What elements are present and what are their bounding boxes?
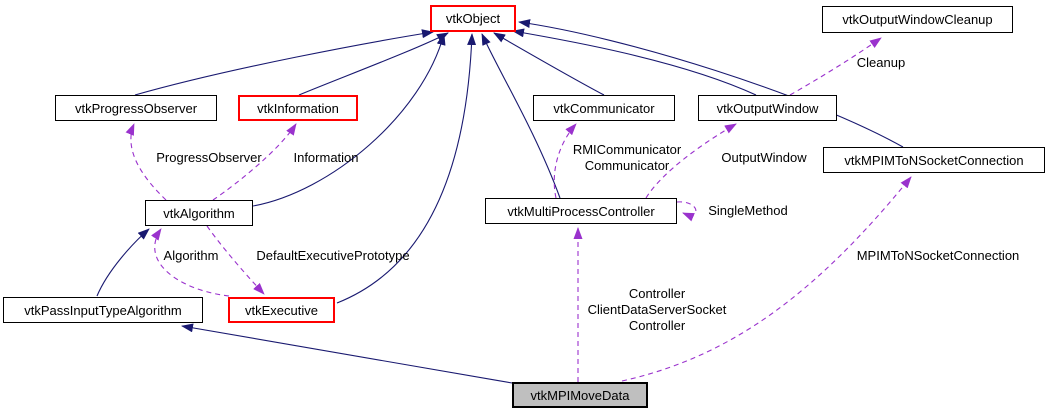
- class-node-label: vtkOutputWindow: [716, 100, 819, 116]
- class-node-label: vtkMPIMoveData: [530, 387, 630, 403]
- usage-edge-vtkMPIMoveData-to-vtkMPIMToNSocketConnection: [621, 176, 912, 382]
- class-node-vtkProgressObserver[interactable]: vtkProgressObserver: [55, 95, 217, 121]
- edge-label-line: ClientDataServerSocket: [587, 302, 727, 317]
- inheritance-edge-vtkCommunicator-to-vtkObject: [493, 32, 605, 96]
- usage-edge-vtkOutputWindow-to-vtkOutputWindowCleanup: [789, 37, 882, 96]
- inheritance-edge-vtkPassInputTypeAlgorithm-to-vtkAlgorithm: [96, 228, 150, 297]
- inheritance-edge-vtkMultiProcessController-to-vtkObject: [481, 33, 561, 199]
- edge-label-algorithm: Algorithm: [164, 248, 219, 264]
- edge-label-mpim-to-n-socket: MPIMToNSocketConnection: [857, 248, 1020, 264]
- inheritance-edge-vtkOutputWindow-to-vtkObject: [512, 28, 757, 96]
- class-node-label: vtkOutputWindowCleanup: [842, 12, 993, 27]
- edge-label-line: Information: [293, 150, 359, 165]
- usage-edge-vtkAlgorithm-to-vtkProgressObserver: [125, 123, 167, 201]
- edge-label-line: Controller: [628, 318, 686, 333]
- class-node-label: vtkMPIMToNSocketConnection: [844, 152, 1024, 168]
- class-node-vtkMultiProcessController[interactable]: vtkMultiProcessController: [485, 198, 677, 224]
- usage-edge-vtkMultiProcessController-to-vtkCommunicator: [553, 123, 577, 199]
- edge-label-line: ProgressObserver: [156, 150, 262, 165]
- class-node-label: vtkObject: [445, 11, 501, 26]
- edge-label-line: OutputWindow: [721, 150, 807, 165]
- usage-edge-vtkExecutive-to-vtkAlgorithm: [151, 228, 230, 297]
- usage-edge-vtkAlgorithm-to-vtkInformation: [212, 123, 297, 201]
- edge-label-line: Cleanup: [856, 55, 906, 70]
- inheritance-edge-vtkMPIMToNSocketConnection-to-vtkObject: [518, 19, 904, 148]
- inheritance-edge-vtkProgressObserver-to-vtkObject: [134, 29, 434, 96]
- edge-label-line: RMICommunicator: [572, 142, 682, 157]
- edge-label-line: Controller: [628, 286, 686, 301]
- class-node-label: vtkExecutive: [245, 302, 318, 318]
- edge-label-single-method: SingleMethod: [708, 203, 788, 219]
- inheritance-edge-vtkAlgorithm-to-vtkObject: [252, 33, 446, 207]
- class-node-vtkOutputWindowCleanup[interactable]: vtkOutputWindowCleanup: [822, 6, 1013, 33]
- class-node-label: vtkCommunicator: [553, 100, 655, 116]
- class-node-vtkInformation[interactable]: vtkInformation: [238, 95, 358, 121]
- class-node-vtkMPIMToNSocketConnection[interactable]: vtkMPIMToNSocketConnection: [823, 147, 1045, 173]
- edge-label-line: Communicator: [584, 158, 670, 173]
- class-node-vtkMPIMoveData: vtkMPIMoveData: [512, 382, 648, 408]
- edge-label-progress-observer: ProgressObserver: [156, 150, 261, 166]
- class-node-label: vtkMultiProcessController: [507, 203, 655, 219]
- class-node-vtkObject[interactable]: vtkObject: [430, 5, 516, 32]
- edge-label-default-executive: DefaultExecutivePrototype: [256, 248, 409, 264]
- edge-label-line: Algorithm: [163, 248, 219, 263]
- class-node-vtkPassInputTypeAlgorithm[interactable]: vtkPassInputTypeAlgorithm: [3, 297, 203, 323]
- usage-edge-vtkMultiProcessController-to-vtkMultiProcessController: [676, 201, 697, 222]
- inheritance-edge-vtkExecutive-to-vtkObject: [336, 33, 477, 304]
- class-node-label: vtkInformation: [257, 100, 339, 116]
- inheritance-edge-vtkMPIMoveData-to-vtkPassInputTypeAlgorithm: [181, 323, 513, 384]
- class-node-label: vtkAlgorithm: [163, 205, 235, 221]
- edge-label-output-window: OutputWindow: [721, 150, 806, 166]
- edge-label-cleanup: Cleanup: [857, 55, 905, 71]
- class-node-label: vtkPassInputTypeAlgorithm: [24, 302, 182, 318]
- class-node-vtkCommunicator[interactable]: vtkCommunicator: [533, 95, 675, 121]
- usage-edge-vtkMultiProcessController-to-vtkOutputWindow: [645, 123, 737, 199]
- edge-label-information: Information: [293, 150, 358, 166]
- class-node-label: vtkProgressObserver: [74, 100, 198, 116]
- edge-label-line: MPIMToNSocketConnection: [856, 248, 1020, 263]
- class-node-vtkOutputWindow[interactable]: vtkOutputWindow: [698, 95, 837, 121]
- edge-label-line: SingleMethod: [708, 203, 788, 218]
- class-node-vtkAlgorithm[interactable]: vtkAlgorithm: [145, 200, 253, 226]
- edge-label-line: DefaultExecutivePrototype: [256, 248, 410, 263]
- inheritance-edge-vtkInformation-to-vtkObject: [298, 32, 449, 96]
- class-node-vtkExecutive[interactable]: vtkExecutive: [228, 297, 335, 323]
- usage-edge-vtkAlgorithm-to-vtkExecutive: [206, 225, 265, 295]
